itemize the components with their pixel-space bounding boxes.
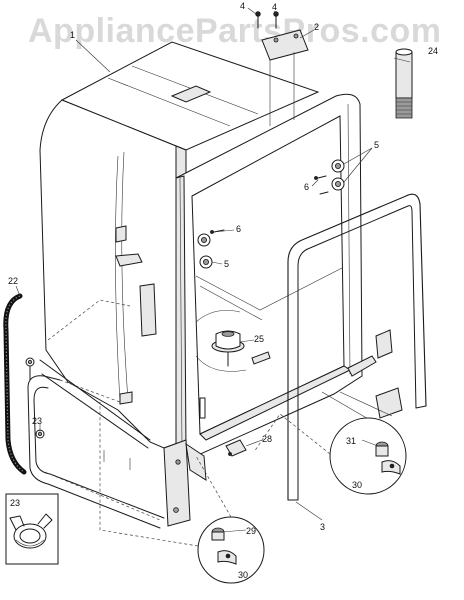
label-part-22: 22 bbox=[8, 276, 18, 286]
label-part-6a: 6 bbox=[304, 182, 309, 192]
part-5-rollers-right bbox=[314, 159, 345, 195]
label-part-5b: 5 bbox=[224, 259, 229, 269]
label-part-3: 3 bbox=[320, 522, 325, 532]
label-part-30b: 30 bbox=[352, 480, 362, 490]
watermark: AppliancePartsPros.com bbox=[28, 12, 441, 50]
label-part-28: 28 bbox=[262, 434, 272, 444]
label-part-31: 31 bbox=[346, 436, 356, 446]
label-part-4a: 4 bbox=[240, 1, 245, 11]
label-part-1: 1 bbox=[70, 30, 75, 40]
part-2-bracket bbox=[261, 29, 309, 126]
label-part-5a: 5 bbox=[374, 140, 379, 150]
part-3-door-gasket bbox=[287, 193, 427, 501]
leader-lines bbox=[15, 7, 411, 533]
part-23-clamps bbox=[25, 357, 45, 439]
label-part-4b: 4 bbox=[272, 2, 277, 12]
label-part-24: 24 bbox=[428, 46, 438, 56]
part-28-bracket bbox=[225, 439, 247, 457]
inset-30-31-detail bbox=[253, 413, 407, 495]
part-22-hose bbox=[3, 293, 27, 475]
label-part-25: 25 bbox=[254, 334, 264, 344]
part-4-screws bbox=[255, 11, 279, 29]
label-part-29: 29 bbox=[246, 526, 256, 536]
part-25-wash-component bbox=[195, 310, 271, 372]
part-5-rollers-left bbox=[197, 229, 225, 269]
front-frame bbox=[163, 93, 403, 527]
label-part-30a: 30 bbox=[238, 570, 248, 580]
label-part-2: 2 bbox=[314, 22, 319, 32]
label-part-23a: 23 bbox=[32, 416, 42, 426]
base-frame bbox=[27, 375, 165, 529]
tub-interior bbox=[195, 267, 343, 419]
part-labels: 1 2 3 4 4 5 5 6 6 22 23 23 24 25 28 29 3… bbox=[8, 1, 438, 580]
inset-29-30-detail bbox=[99, 402, 265, 584]
label-part-23b: 23 bbox=[10, 498, 20, 508]
inset-23-clamp-detail bbox=[5, 493, 59, 565]
label-part-6b: 6 bbox=[236, 224, 241, 234]
